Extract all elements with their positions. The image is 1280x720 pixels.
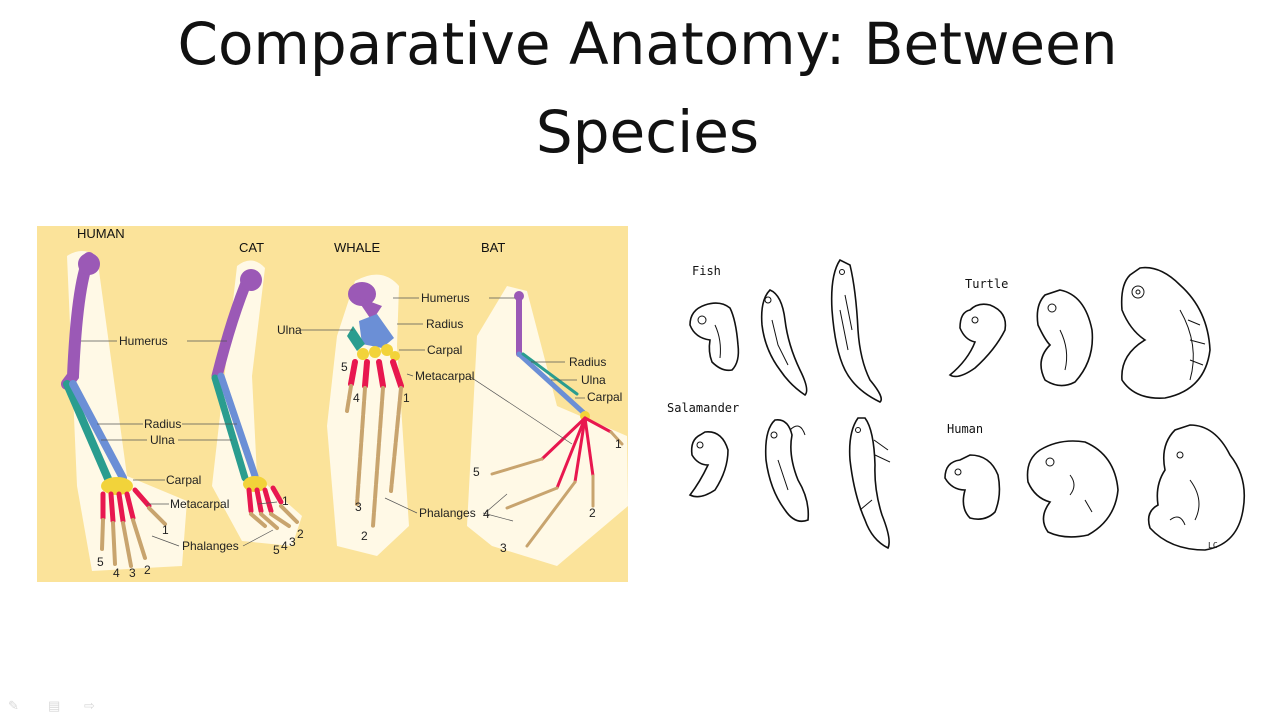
label-humerus-human: Humerus	[119, 334, 168, 348]
label-humerus-whale: Humerus	[421, 291, 470, 305]
digit-cat-2: 2	[297, 527, 304, 541]
label-ulna-whale: Ulna	[277, 323, 302, 337]
label-carpal-whale: Carpal	[427, 343, 462, 357]
label-human: Human	[947, 422, 983, 436]
digit-whale-1: 1	[403, 391, 410, 405]
digit-whale-5: 5	[341, 360, 348, 374]
label-radius-human: Radius	[144, 417, 181, 431]
digit-bat-2: 2	[589, 506, 596, 520]
homologous-limbs-figure: HUMAN CAT WHALE BAT Humerus Radius Ulna …	[37, 226, 628, 582]
digit-human-3: 3	[129, 566, 136, 580]
label-carpal-bat: Carpal	[587, 390, 622, 404]
label-cat: CAT	[239, 240, 264, 255]
digit-human-5: 5	[97, 555, 104, 569]
limbs-labels: HUMAN CAT WHALE BAT Humerus Radius Ulna …	[37, 226, 628, 582]
label-radius-whale: Radius	[426, 317, 463, 331]
digit-whale-4: 4	[353, 391, 360, 405]
digit-bat-5: 5	[473, 465, 480, 479]
next-arrow-icon[interactable]: ⇨	[84, 698, 95, 714]
label-phalanges-human: Phalanges	[182, 539, 239, 553]
digit-bat-1: 1	[615, 437, 622, 451]
embryo-labels: Fish Turtle Salamander Human LC	[660, 250, 1260, 570]
slide-title: Comparative Anatomy: Between Species	[80, 0, 1215, 176]
label-turtle: Turtle	[965, 277, 1008, 291]
label-ulna-bat: Ulna	[581, 373, 606, 387]
digit-human-1: 1	[162, 523, 169, 537]
digit-bat-4: 4	[483, 507, 490, 521]
label-metacarpal-human: Metacarpal	[170, 497, 229, 511]
label-human: HUMAN	[77, 226, 125, 241]
label-carpal-human: Carpal	[166, 473, 201, 487]
digit-cat-4: 4	[281, 539, 288, 553]
label-bat: BAT	[481, 240, 505, 255]
digit-bat-3: 3	[500, 541, 507, 555]
label-ulna-human: Ulna	[150, 433, 175, 447]
digit-cat-5: 5	[273, 543, 280, 557]
label-radius-bat: Radius	[569, 355, 606, 369]
menu-icon[interactable]: ▤	[48, 698, 60, 714]
slideshow-toolbar[interactable]: ✎ ▤ ⇨	[8, 698, 108, 716]
embryo-comparison-figure: Fish Turtle Salamander Human LC	[660, 250, 1260, 570]
digit-human-4: 4	[113, 566, 120, 580]
label-fish: Fish	[692, 264, 721, 278]
label-salamander: Salamander	[667, 401, 739, 415]
pen-icon[interactable]: ✎	[8, 698, 19, 714]
artist-signature: LC	[1208, 541, 1218, 550]
label-phalanges-whale: Phalanges	[419, 506, 476, 520]
digit-human-2: 2	[144, 563, 151, 577]
digit-whale-3: 3	[355, 500, 362, 514]
digit-whale-2: 2	[361, 529, 368, 543]
digit-cat-3: 3	[289, 535, 296, 549]
label-metacarpal-whale: Metacarpal	[415, 369, 474, 383]
label-whale: WHALE	[334, 240, 381, 255]
digit-cat-1: 1	[282, 494, 289, 508]
